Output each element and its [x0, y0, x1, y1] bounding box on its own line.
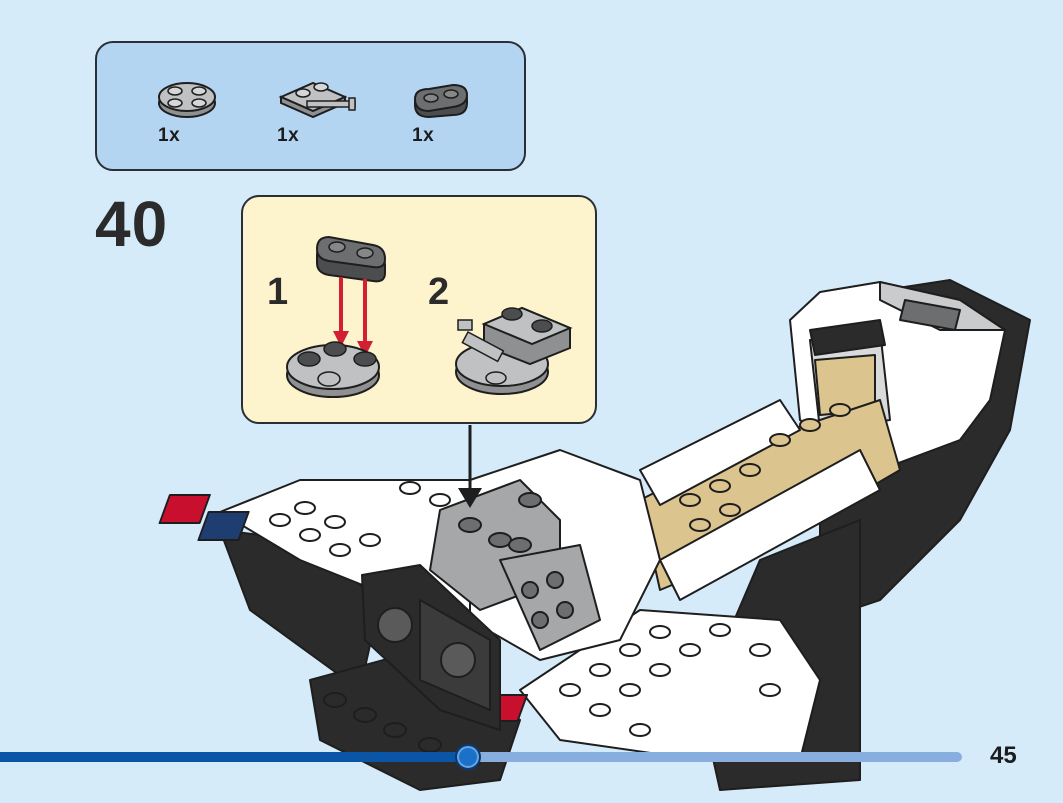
part-quantity: 1x [158, 125, 181, 146]
substep-label: 2 [428, 271, 450, 313]
plate-with-bar-part-icon [278, 81, 356, 119]
parts-list-item [273, 71, 363, 121]
substep-1-illustration [286, 235, 387, 398]
page-progress-slider-handle[interactable] [455, 744, 481, 770]
substep-2-illustration [455, 306, 573, 395]
page-progress-track[interactable] [0, 752, 962, 762]
parts-list-panel: 1x 1x 1x [95, 41, 526, 171]
part-quantity: 1x [412, 125, 435, 146]
plate-1x2-rounded-part-icon [413, 83, 469, 119]
round-plate-2x2-part-icon [158, 82, 216, 118]
page-number: 45 [990, 742, 1017, 769]
step-number: 40 [95, 188, 169, 260]
part-quantity: 1x [277, 125, 300, 146]
subassembly-callout: 1 2 [241, 195, 597, 424]
parts-list-item [155, 73, 225, 123]
parts-list-item [409, 81, 473, 121]
substep-label: 1 [267, 271, 289, 313]
page-progress-fill [0, 752, 468, 762]
